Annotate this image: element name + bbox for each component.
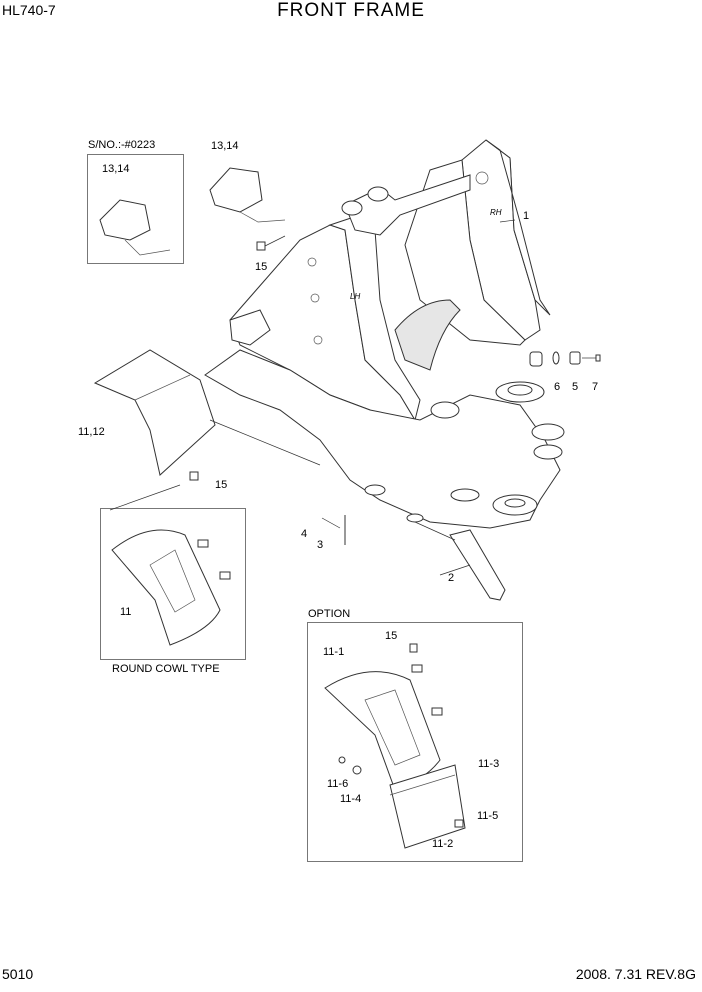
stopper-assembly bbox=[529, 351, 601, 367]
callout-11-2: 11-2 bbox=[432, 838, 454, 850]
nut-11-6 bbox=[338, 756, 346, 764]
callout-15-top: 15 bbox=[255, 261, 268, 273]
serial-inset-bracket bbox=[99, 199, 171, 256]
callout-7: 7 bbox=[592, 381, 599, 393]
pin-3-4 bbox=[321, 515, 346, 545]
link-part-2 bbox=[449, 529, 506, 601]
option-caption: OPTION bbox=[308, 608, 351, 620]
washer-11-4 bbox=[352, 765, 362, 775]
bolt-15-top bbox=[256, 235, 286, 251]
model-number: HL740-7 bbox=[2, 2, 56, 18]
callout-13-14-inset: 13,14 bbox=[102, 163, 130, 175]
callout-11-3: 11-3 bbox=[478, 758, 500, 770]
round-cowl-caption: ROUND COWL TYPE bbox=[112, 663, 220, 675]
bolt-15-mid bbox=[189, 471, 199, 481]
callout-13-14: 13,14 bbox=[211, 140, 239, 152]
page-title: FRONT FRAME bbox=[277, 0, 425, 21]
callout-11-round: 11 bbox=[120, 606, 132, 618]
callout-11-5: 11-5 bbox=[477, 810, 499, 822]
callout-6: 6 bbox=[554, 381, 561, 393]
callout-11-12: 11,12 bbox=[78, 426, 105, 438]
callout-1: 1 bbox=[523, 210, 530, 222]
callout-3: 3 bbox=[317, 539, 324, 551]
callout-11-6: 11-6 bbox=[327, 778, 349, 790]
date-revision: 2008. 7.31 REV.8G bbox=[575, 966, 696, 982]
callout-15-mid: 15 bbox=[215, 479, 228, 491]
rh-mark: RH bbox=[490, 208, 502, 217]
callout-2: 2 bbox=[448, 572, 455, 584]
fender-11-12 bbox=[93, 349, 321, 511]
round-cowl-inset-box bbox=[100, 508, 246, 660]
option-cowl-11-1 bbox=[324, 643, 443, 791]
handrail-bracket-13-14 bbox=[209, 167, 286, 223]
serial-inset-box bbox=[87, 154, 184, 264]
lh-mark: LH bbox=[350, 292, 361, 301]
callout-4: 4 bbox=[301, 528, 308, 540]
callout-15-option: 15 bbox=[385, 630, 398, 642]
round-cowl-11 bbox=[111, 529, 231, 646]
callout-11-4: 11-4 bbox=[340, 793, 362, 805]
page-number: 5010 bbox=[2, 966, 34, 982]
serial-range-label: S/NO.:-#0223 bbox=[88, 139, 156, 151]
mud-flap-11-2 bbox=[389, 764, 466, 849]
front-frame-main bbox=[204, 139, 565, 529]
callout-5: 5 bbox=[572, 381, 579, 393]
callout-11-1: 11-1 bbox=[323, 646, 345, 658]
option-inset-box bbox=[307, 622, 523, 862]
